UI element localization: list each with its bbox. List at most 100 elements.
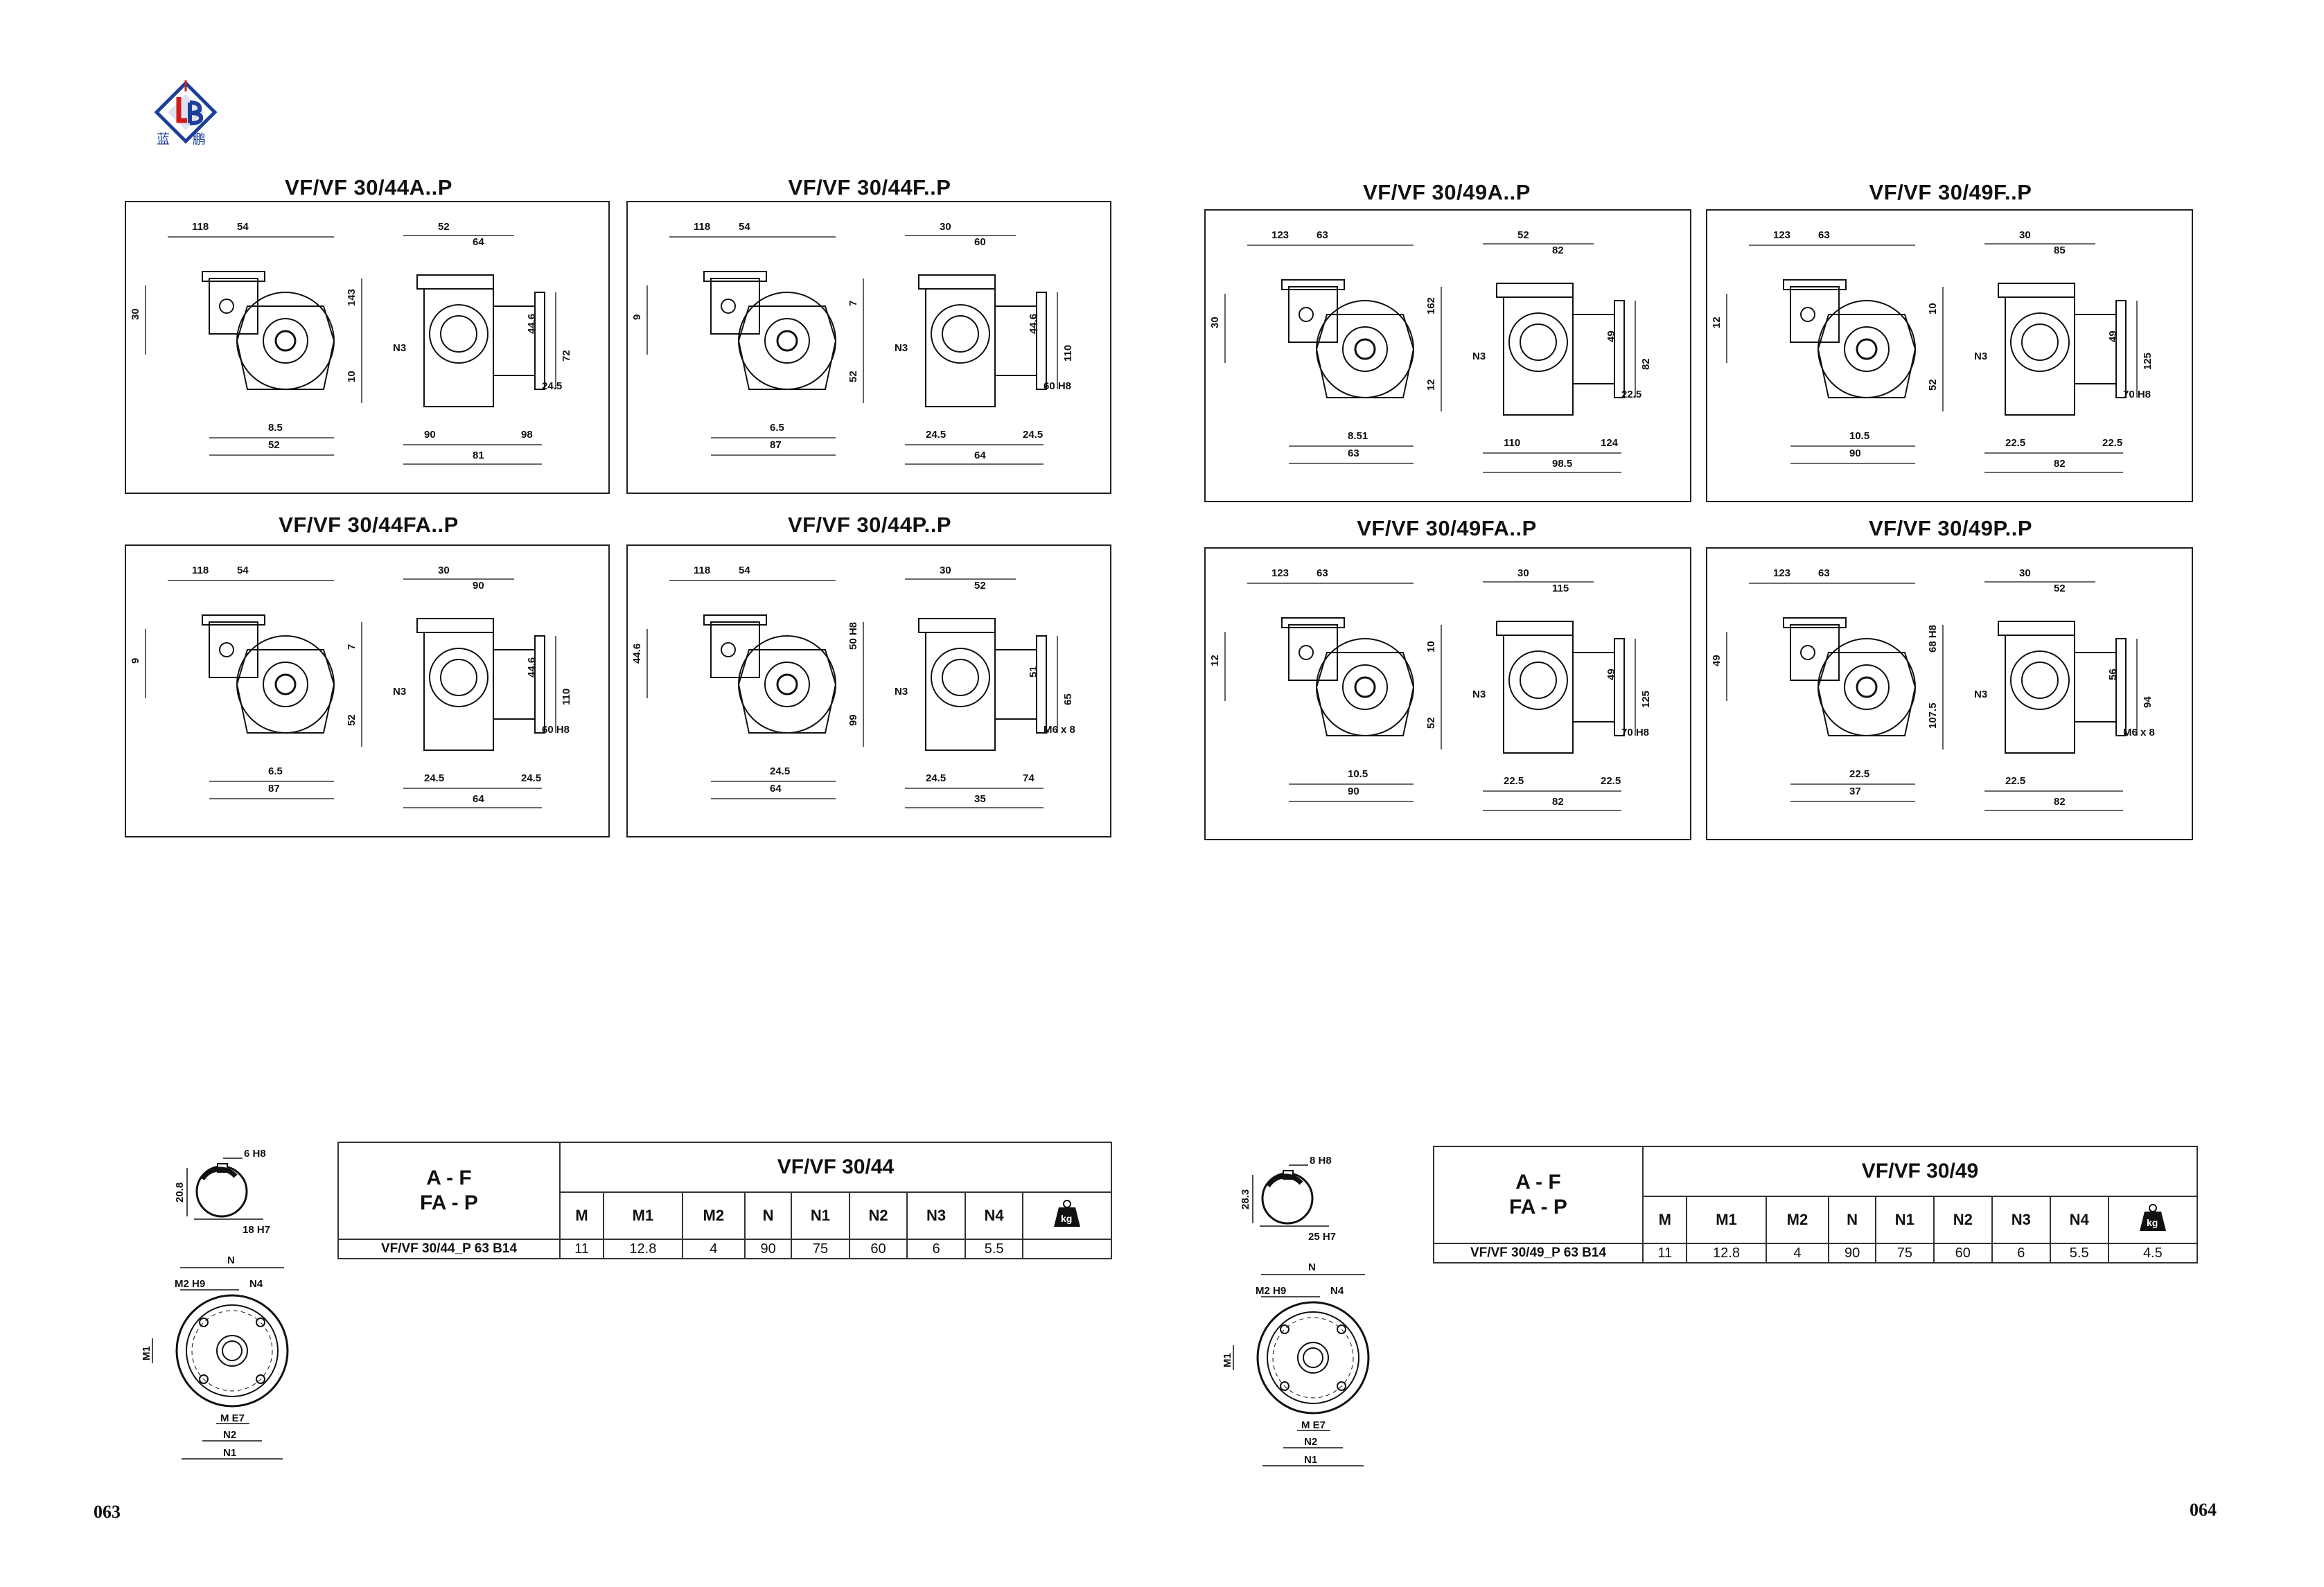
dimension-label: 118 [192, 221, 209, 233]
panel-title: VF/VF 30/49A..P [1363, 180, 1531, 204]
dimension-label: 12 [1425, 379, 1437, 391]
dimension-label: 70 H8 [1621, 727, 1649, 738]
dimension-label: 51 [1028, 666, 1039, 677]
dimension-label: 30 [2019, 229, 2031, 241]
dimension-label: 81 [473, 450, 484, 461]
flange-drawing: N M2 H9 N4 M1 M E7 N2 N1 [141, 1254, 289, 1460]
dimension-label-n3: N3 [393, 342, 406, 354]
dimension-label: 90 [1348, 786, 1359, 797]
table-cell: 60 [1933, 1243, 1993, 1264]
dimension-label: 125 [2142, 353, 2154, 370]
dimension-label: 54 [237, 221, 249, 233]
dimension-label: 72 [561, 350, 572, 362]
dimension-label: 54 [237, 565, 249, 576]
dimension-label: 123 [1271, 229, 1289, 241]
logo-cn-left: 蓝 [157, 132, 170, 147]
logo-cn-right: 鹏 [193, 132, 206, 147]
dimension-label: 107.5 [1927, 702, 1939, 729]
dimension-label: 123 [1773, 229, 1790, 241]
shaft-key-label: 6 H8 [244, 1148, 266, 1160]
dimension-label: 24.5 [424, 772, 444, 784]
dimension-label: 50 H8 [847, 622, 859, 650]
dimension-label: 30 [2019, 567, 2031, 579]
dimension-label: 52 [438, 221, 450, 233]
dimension-label-n3: N3 [1472, 351, 1486, 362]
flange-label-m2: M2 H9 [1256, 1285, 1286, 1297]
weight-label: kg [1061, 1213, 1072, 1224]
dimension-label: 90 [1849, 447, 1861, 459]
dimension-label: 10.5 [1348, 768, 1368, 780]
dimension-label: 82 [2054, 796, 2066, 808]
dimension-label: 44.6 [526, 657, 538, 677]
dimension-label: 44.6 [1028, 314, 1039, 334]
col-header: N3 [1991, 1196, 2051, 1244]
col-header: M1 [603, 1191, 683, 1240]
page-number-right: 064 [2190, 1500, 2217, 1520]
dimension-label: 22.5 [1621, 389, 1641, 400]
table-title: VF/VF 30/44 [559, 1142, 1112, 1193]
table-cell: 5.5 [2049, 1243, 2109, 1264]
flange-drawing-right: N M2 H9 N4 M1 M E7 N2 N1 [1220, 1254, 1400, 1482]
flange-label-n2: N2 [1304, 1436, 1317, 1448]
dimension-label: 12 [1711, 317, 1723, 328]
dimension-label: 64 [974, 450, 986, 461]
dimension-label-n3: N3 [895, 342, 908, 354]
dimension-label: 49 [1605, 330, 1617, 342]
dimension-label: 85 [2054, 245, 2066, 256]
dimension-label: 30 [940, 565, 951, 576]
dimension-label: 24.5 [926, 429, 946, 441]
flange-label-n2: N2 [223, 1429, 236, 1441]
dimension-label: 6.5 [770, 422, 784, 434]
flange-label-m2: M2 H9 [175, 1278, 205, 1290]
table-group-cell: A - F FA - P [337, 1142, 561, 1240]
shaft-height-label: 20.8 [174, 1182, 186, 1203]
table-cell: 75 [791, 1239, 850, 1259]
col-header: N2 [1933, 1196, 1993, 1244]
logo-emblem-icon [154, 80, 218, 144]
flange-drawing: N M2 H9 N4 M1 M E7 N2 N1 [1222, 1261, 1370, 1466]
row-label: VF/VF 30/44_P 63 B14 [337, 1239, 561, 1259]
shaft-section-drawing: 6 H8 20.8 18 H7 [174, 1148, 270, 1236]
dimension-label: 8.51 [1348, 430, 1368, 442]
dimension-label: 49 [2107, 330, 2119, 342]
dimension-label: 74 [1023, 772, 1035, 784]
flange-label-n: N [1308, 1261, 1316, 1273]
company-logo: 蓝 鹏 [151, 78, 220, 147]
dimension-label: 125 [1640, 691, 1652, 708]
dimension-label: 7 [847, 301, 859, 306]
dimension-label: 90 [473, 580, 484, 592]
dimension-label: 56 [2107, 668, 2119, 680]
dimension-label: 24.5 [542, 380, 562, 392]
table-cell: 4 [681, 1239, 746, 1259]
col-header: N [743, 1191, 793, 1240]
weight-header: kg [1022, 1191, 1112, 1240]
dimension-label: 10 [1927, 303, 1939, 314]
table-cell: 90 [743, 1239, 793, 1259]
table-title: VF/VF 30/49 [1642, 1146, 2198, 1197]
dimension-label-n3: N3 [1974, 351, 1987, 362]
shaft-bore-label: 18 H7 [243, 1224, 270, 1233]
panel-title: VF/VF 30/49FA..P [1357, 516, 1537, 540]
panel-title: VF/VF 30/44F..P [788, 175, 951, 200]
group-bottom-label: FA - P [420, 1191, 478, 1214]
col-header: N3 [906, 1191, 966, 1240]
row-label: VF/VF 30/49_P 63 B14 [1433, 1243, 1644, 1264]
col-header: N4 [964, 1191, 1024, 1240]
flange-label-n: N [227, 1254, 235, 1266]
dimension-label: 30 [438, 565, 450, 576]
dimension-label: M6 x 8 [1044, 724, 1075, 736]
table-cell [1022, 1239, 1112, 1259]
weight-icon: kg [2139, 1204, 2166, 1231]
dimension-label: 10 [1425, 641, 1437, 653]
dimension-label: 123 [1773, 567, 1790, 579]
weight-header: kg [2107, 1196, 2199, 1244]
dimension-label: 52 [2054, 583, 2066, 594]
dimension-label: 87 [268, 783, 280, 795]
flange-label-n1: N1 [1304, 1454, 1317, 1466]
dimension-label-n3: N3 [895, 686, 908, 698]
